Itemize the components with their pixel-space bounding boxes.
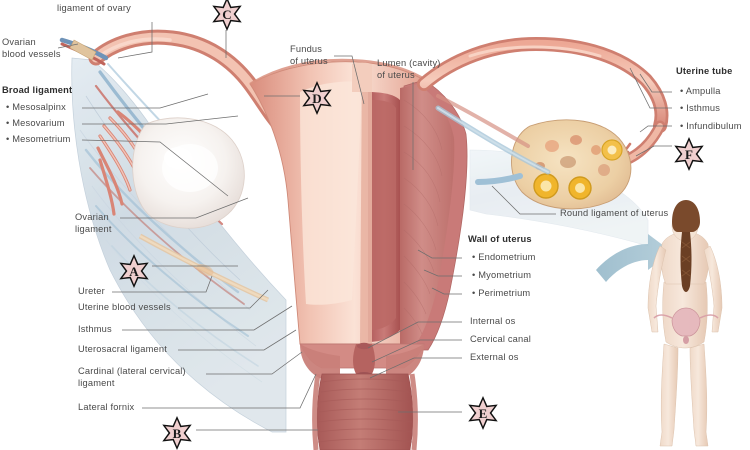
ovarian-follicles xyxy=(533,139,623,200)
marker-star-b: B xyxy=(158,414,196,450)
label-ovarian-ligament: Ovarian ligament xyxy=(75,212,112,234)
label-mesometrium: • Mesometrium xyxy=(6,134,71,144)
label-mesovarium: • Mesovarium xyxy=(6,118,65,128)
ovary-right xyxy=(475,119,632,210)
marker-letter: F xyxy=(685,146,693,162)
label-isthmus-right: • Isthmus xyxy=(680,103,721,113)
label-mesosalpinx: • Mesosalpinx xyxy=(6,102,66,112)
label-perimetrium: • Perimetrium xyxy=(472,288,531,298)
label-wall-of-uterus-header: Wall of uterus xyxy=(468,234,532,244)
marker-letter: D xyxy=(312,90,322,106)
label-uterosacral-ligament: Uterosacral ligament xyxy=(78,344,167,354)
label-myometrium: • Myometrium xyxy=(472,270,532,280)
marker-letter: C xyxy=(222,6,232,22)
leader-lines xyxy=(57,22,672,431)
marker-letter: B xyxy=(172,425,182,441)
label-endometrium: • Endometrium xyxy=(472,252,536,262)
label-isthmus-left: Isthmus xyxy=(78,324,112,334)
label-uterine-tube-header: Uterine tube xyxy=(676,66,733,76)
ureter-structure xyxy=(138,233,270,303)
label-internal-os: Internal os xyxy=(470,316,516,326)
marker-star-f: F xyxy=(670,135,708,173)
label-cardinal-ligament: Cardinal (lateral cervical) ligament xyxy=(78,366,186,388)
label-ureter: Ureter xyxy=(78,286,105,296)
inset-uterus xyxy=(653,307,719,344)
label-uterine-blood-vessels: Uterine blood vessels xyxy=(78,302,171,312)
cervix xyxy=(299,342,425,380)
label-suspensory-ligament-of-ovary: ligament of ovary xyxy=(57,3,131,13)
body-inset xyxy=(596,200,723,447)
marker-letter: A xyxy=(129,263,139,279)
label-ovarian-blood-vessels: Ovarian blood vessels xyxy=(2,37,61,59)
label-lumen-of-uterus: Lumen (cavity) of uterus xyxy=(377,58,441,80)
label-ampulla: • Ampulla xyxy=(680,86,721,96)
ovarian-vessels-stub xyxy=(59,37,109,66)
uterus xyxy=(249,58,468,351)
round-ligament-right xyxy=(435,105,551,175)
ovarian-ligament-right xyxy=(436,94,530,148)
marker-star-c: C xyxy=(208,0,246,33)
marker-star-e: E xyxy=(464,394,502,432)
marker-letter: E xyxy=(478,405,488,421)
label-infundibulum: • Infundibulum xyxy=(680,121,742,131)
vagina xyxy=(312,373,418,450)
label-lateral-fornix: Lateral fornix xyxy=(78,402,135,412)
marker-star-d: D xyxy=(298,79,336,117)
label-broad-ligament-header: Broad ligament xyxy=(2,85,73,95)
label-cervical-canal: Cervical canal xyxy=(470,334,531,344)
uterine-tube-right xyxy=(417,36,669,166)
label-external-os: External os xyxy=(470,352,519,362)
label-round-ligament-of-uterus: Round ligament of uterus xyxy=(560,208,669,218)
ovary-left xyxy=(132,117,245,229)
marker-star-a: A xyxy=(115,252,153,290)
label-fundus-of-uterus: Fundus of uterus xyxy=(290,44,328,66)
